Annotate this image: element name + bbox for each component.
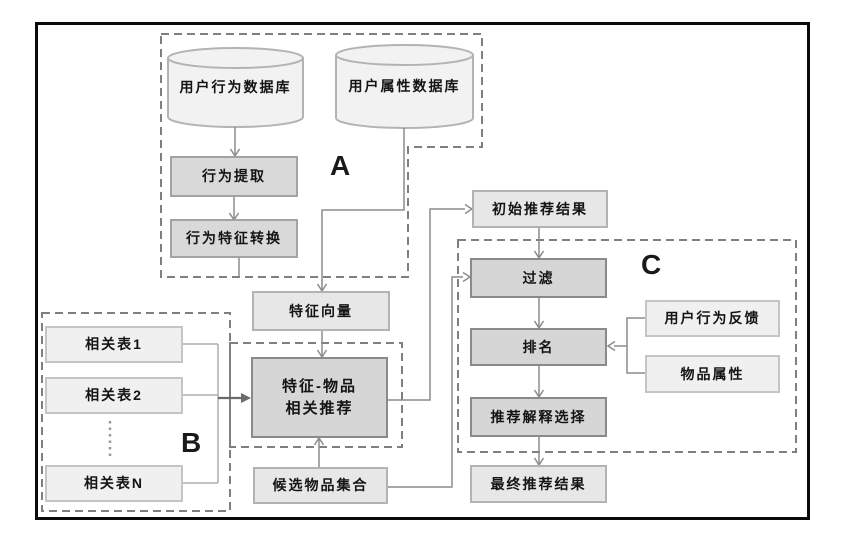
node-user-behavior-db: 用户行为数据库 [179, 79, 292, 96]
node-user-behavior-feedback: 用户行为反馈 [645, 300, 780, 337]
node-table-2: 相关表2 [45, 377, 183, 414]
group-a-label: A [330, 150, 351, 181]
group-c-label: C [641, 249, 662, 280]
node-behavior-extract: 行为提取 [170, 156, 298, 197]
node-filter: 过滤 [470, 258, 607, 298]
database-cylinder-user-behavior [167, 47, 304, 128]
node-ranking: 排名 [470, 328, 607, 366]
node-candidate-items: 候选物品集合 [253, 467, 388, 504]
node-final-results: 最终推荐结果 [470, 465, 607, 503]
node-explanation-select: 推荐解释选择 [470, 397, 607, 437]
feature-item-outline [229, 342, 403, 448]
node-feature-vector: 特征向量 [252, 291, 390, 331]
group-c-outline [457, 239, 797, 453]
node-initial-results: 初始推荐结果 [472, 190, 608, 228]
group-b-label: B [181, 427, 202, 458]
node-feature-item-recommend: 特征-物品 相关推荐 [251, 357, 388, 438]
tables-connector [183, 343, 251, 484]
node-table-n: 相关表N [45, 465, 183, 502]
node-table-1: 相关表1 [45, 326, 183, 363]
node-feature-item-line2: 相关推荐 [285, 399, 354, 417]
node-behavior-feature-convert: 行为特征转换 [170, 219, 298, 258]
database-cylinder-user-attribute [335, 44, 474, 129]
node-feature-item-line1: 特征-物品 [282, 377, 357, 395]
node-user-attribute-db: 用户属性数据库 [348, 78, 461, 95]
node-item-attributes: 物品属性 [645, 355, 780, 393]
group-a-outline [160, 33, 483, 278]
